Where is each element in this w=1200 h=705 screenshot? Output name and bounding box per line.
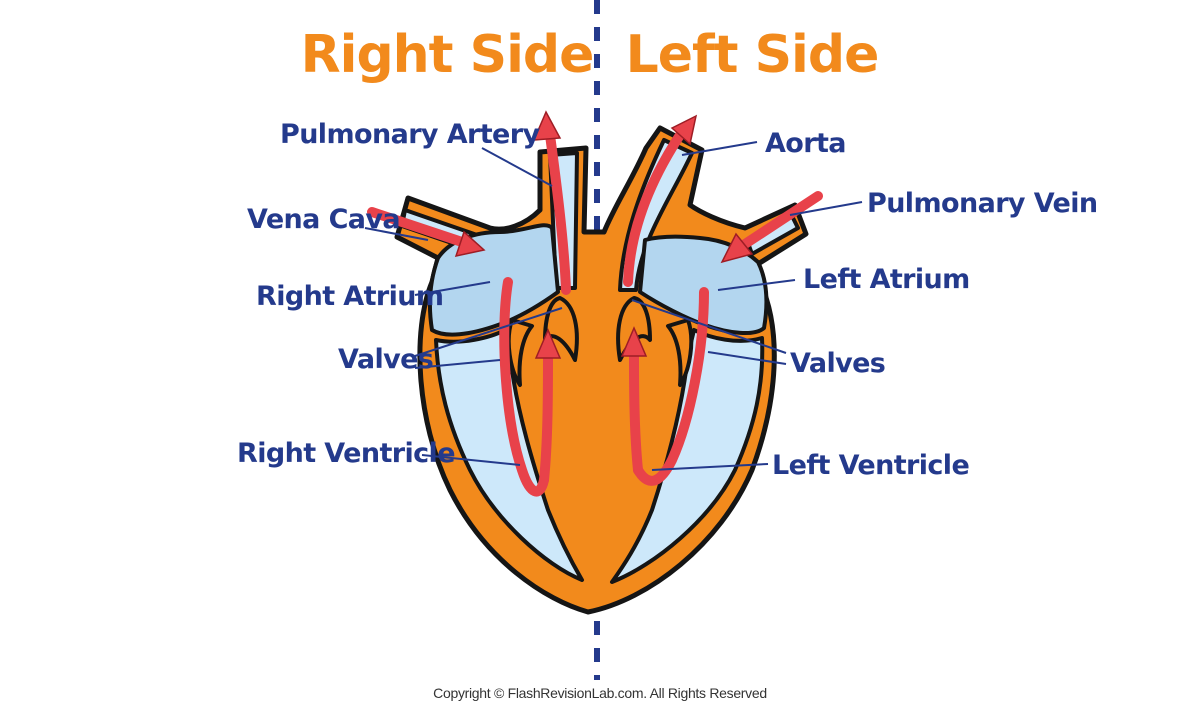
label-right-atrium: Right Atrium <box>256 281 443 312</box>
leader-valves-right-2 <box>414 359 501 369</box>
leader-pulmonary-vein <box>789 201 863 216</box>
pulmonary-artery-arrowhead <box>532 110 562 141</box>
label-vena-cava: Vena Cava <box>247 204 400 235</box>
right-ventricle-up-arrowhead <box>534 328 562 359</box>
heart <box>394 125 809 615</box>
pulmonary-vein-arrowhead <box>720 232 754 264</box>
leader-valves-left-2 <box>707 351 787 365</box>
label-pulmonary-vein: Pulmonary Vein <box>867 188 1098 219</box>
label-right-ventricle: Right Ventricle <box>237 438 455 469</box>
left-ventricle-flow-down <box>633 287 709 486</box>
right-side-title: Right Side <box>301 25 594 85</box>
vena-cava-flow-arrow <box>367 207 467 247</box>
leader-right-atrium <box>414 281 491 296</box>
leader-left-atrium <box>717 279 796 291</box>
leader-aorta <box>681 141 758 156</box>
pulmonary-vein-flow-arrow <box>737 191 823 251</box>
label-pulmonary-artery: Pulmonary Artery <box>280 119 540 150</box>
vena-cava-arrowhead <box>454 230 486 258</box>
left-av-valve <box>666 318 694 387</box>
leader-vena-cava <box>364 227 429 241</box>
left-side-title: Left Side <box>626 25 879 85</box>
leader-left-ventricle <box>651 463 769 471</box>
label-valves-right: Valves <box>338 344 433 375</box>
aorta-lumen <box>618 138 694 292</box>
left-atrium-chamber <box>638 234 769 335</box>
left-ventricle-up-arrowhead <box>620 326 648 357</box>
leader-valves-left-1 <box>631 299 787 354</box>
right-ventricle-flow-up <box>539 347 553 485</box>
leader-lines <box>364 141 863 471</box>
leader-pulmonary-artery <box>481 147 553 187</box>
label-valves-left: Valves <box>790 348 885 379</box>
pulmonary-artery-flow <box>545 130 571 295</box>
right-ventricle-flow-down <box>499 277 549 497</box>
leader-valves-right-1 <box>414 307 563 357</box>
label-left-atrium: Left Atrium <box>803 264 970 295</box>
label-aorta: Aorta <box>765 128 846 159</box>
leader-right-ventricle <box>421 454 521 466</box>
label-left-ventricle: Left Ventricle <box>772 450 969 481</box>
blood-flow <box>367 110 823 497</box>
aorta-flow <box>623 127 687 287</box>
left-ventricle-flow-up <box>629 347 643 475</box>
copyright-notice: Copyright © FlashRevisionLab.com. All Ri… <box>433 685 767 701</box>
septum <box>578 300 620 560</box>
aorta-arrowhead <box>670 114 698 146</box>
